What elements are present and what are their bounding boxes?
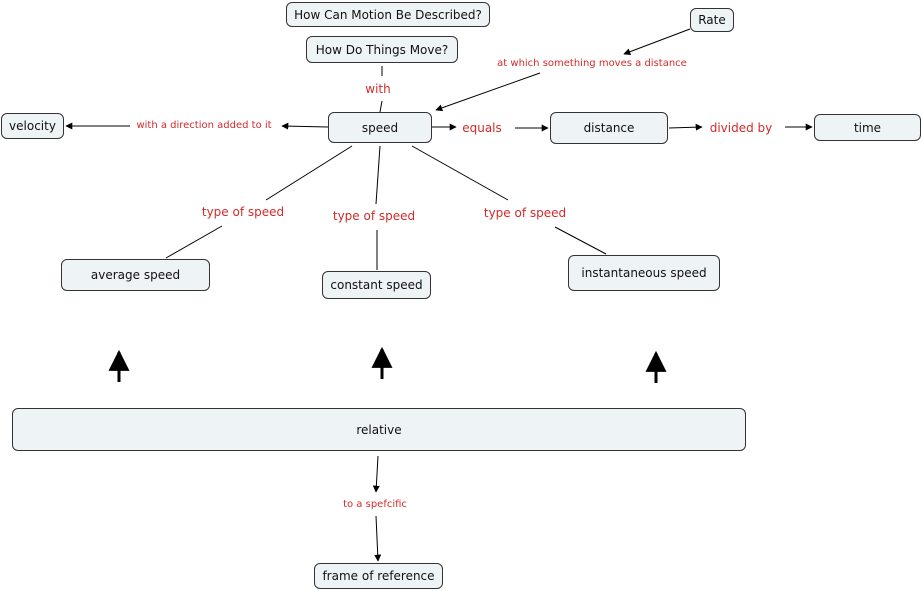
node-instantaneous-speed[interactable]: instantaneous speed (568, 255, 720, 291)
link-at-which-something-moves-a-distance: at which something moves a distance (495, 57, 689, 71)
link-equals: equals (460, 121, 504, 135)
connector-relative-tospecific (372, 455, 380, 493)
node-how-do-things-move[interactable]: How Do Things Move? (306, 36, 458, 63)
connector-speed-type-const (375, 145, 381, 205)
connector-type-avg-average (165, 225, 223, 259)
connector-tospecific-frame (374, 515, 382, 562)
node-speed[interactable]: speed (328, 112, 432, 143)
node-frame-of-reference[interactable]: frame of reference (314, 563, 443, 589)
node-constant-speed[interactable]: constant speed (322, 271, 431, 299)
node-average-speed[interactable]: average speed (61, 259, 210, 291)
connector-speed-withdirection (281, 122, 329, 130)
link-with-a-direction-added-to-it: with a direction added to it (134, 119, 274, 133)
node-time[interactable]: time (814, 114, 921, 141)
node-how-can-motion-be-described[interactable]: How Can Motion Be Described? (286, 2, 490, 27)
connector-distance-dividedby (668, 123, 703, 131)
connector-atwhich-speed (435, 72, 541, 112)
link-type-of-speed-average: type of speed (199, 205, 287, 219)
connector-speed-type-inst (411, 145, 509, 201)
link-with: with (363, 82, 393, 96)
link-to-a-specific: to a spefcific (341, 498, 409, 512)
node-relative[interactable]: relative (12, 408, 746, 451)
link-type-of-speed-instantaneous: type of speed (481, 206, 569, 220)
node-velocity[interactable]: velocity (1, 113, 64, 139)
connector-with-speed (379, 100, 383, 113)
node-distance[interactable]: distance (550, 112, 668, 144)
link-divided-by: divided by (707, 121, 775, 135)
node-rate[interactable]: Rate (690, 8, 734, 32)
link-type-of-speed-constant: type of speed (330, 209, 418, 223)
connector-type-inst-instantaneous (554, 226, 607, 255)
connector-rate-atwhich (623, 28, 691, 56)
connector-speed-type-avg (265, 145, 353, 201)
